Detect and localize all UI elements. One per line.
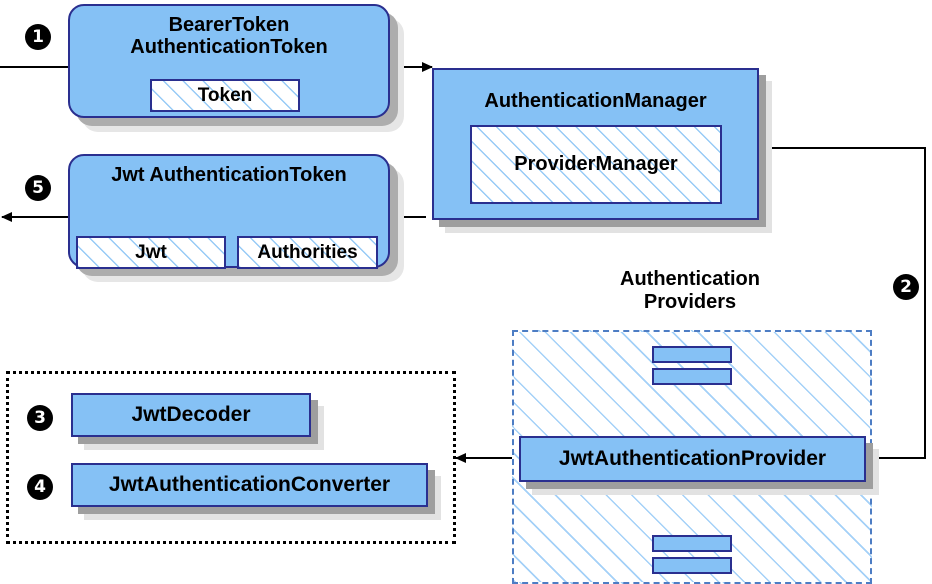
node-jwt-authentication-converter[interactable]: JwtAuthenticationConverter	[71, 463, 428, 507]
node-jwt-decoder[interactable]: JwtDecoder	[71, 393, 311, 437]
inner-box-jwt-label: Jwt	[135, 241, 167, 263]
step-badge-5: 5	[25, 175, 51, 201]
inner-box-provider-manager[interactable]: ProviderManager	[470, 125, 722, 204]
connector-manager-to-provider	[759, 147, 926, 463]
node-jwt-decoder-label: JwtDecoder	[131, 403, 251, 427]
collapsed-provider-bar-bottom-1[interactable]	[652, 535, 732, 552]
inner-box-provider-manager-label: ProviderManager	[514, 153, 678, 175]
step-badge-1: 1	[25, 24, 51, 50]
authentication-providers-title: Authentication Providers	[620, 268, 760, 313]
step-badge-4: 4	[27, 474, 53, 500]
collapsed-provider-bar-top-1[interactable]	[652, 346, 732, 363]
inner-box-authorities[interactable]: Authorities	[237, 236, 378, 269]
node-bearer-token-label: BearerToken AuthenticationToken	[130, 14, 328, 59]
node-jwt-authentication-provider[interactable]: JwtAuthenticationProvider	[519, 436, 866, 482]
collapsed-provider-bar-top-2[interactable]	[652, 368, 732, 385]
inner-box-token-label: Token	[197, 84, 253, 106]
step-badge-3: 3	[27, 405, 53, 431]
inner-box-token[interactable]: Token	[150, 79, 300, 112]
node-jwt-authentication-converter-label: JwtAuthenticationConverter	[108, 473, 391, 497]
group-jwt-support-components	[6, 371, 456, 544]
node-jwt-authentication-token-label: Jwt AuthenticationToken	[111, 164, 347, 186]
inner-box-jwt[interactable]: Jwt	[76, 236, 226, 269]
node-authentication-manager-label: AuthenticationManager	[484, 90, 707, 112]
step-badge-2: 2	[893, 274, 919, 300]
collapsed-provider-bar-bottom-2[interactable]	[652, 557, 732, 574]
node-jwt-authentication-provider-label: JwtAuthenticationProvider	[558, 447, 827, 471]
inner-box-authorities-label: Authorities	[257, 241, 358, 263]
